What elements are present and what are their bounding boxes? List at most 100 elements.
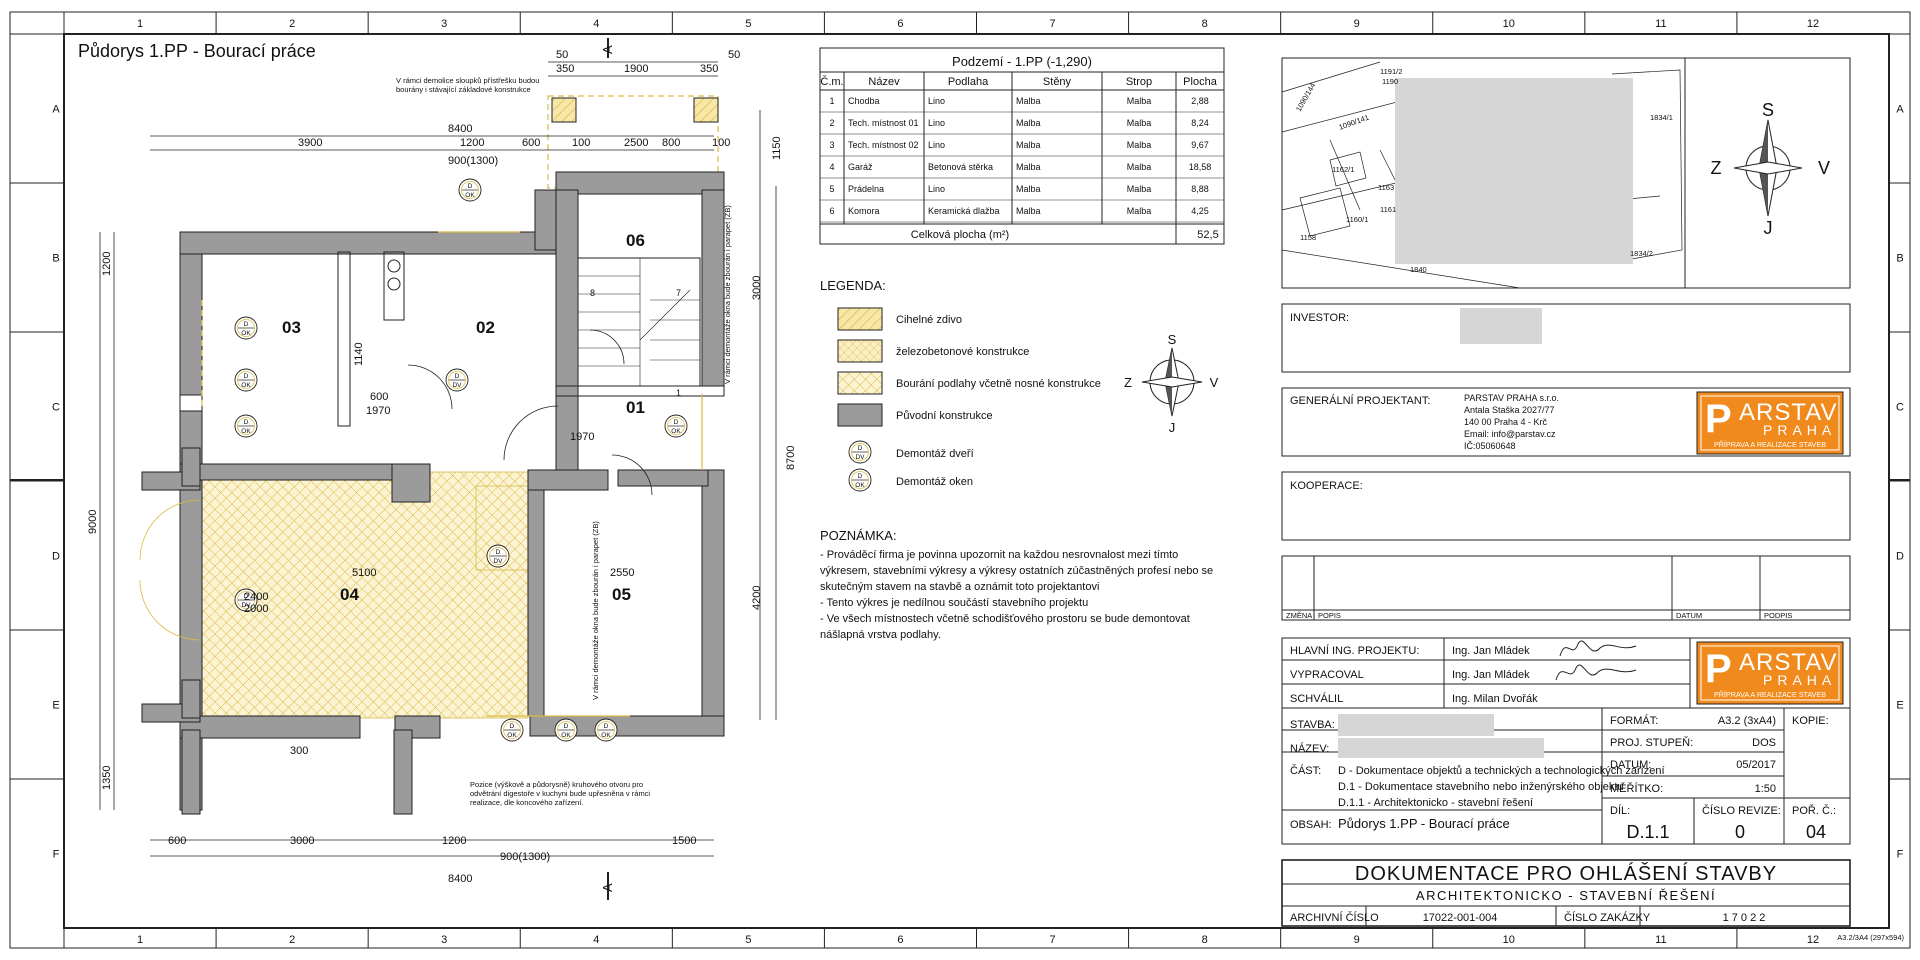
legend-swatch-floor <box>837 371 883 395</box>
grid-row-label: E <box>52 700 59 712</box>
location-map: 1191/2 1190 1090/144 1090/141 1162/1 116… <box>1281 57 1851 289</box>
room-table-cell: Garáž <box>848 162 873 172</box>
room-table-cell: Malba <box>1127 184 1152 194</box>
svg-text:D: D <box>604 723 609 730</box>
note-title: POZNÁMKA: <box>820 528 897 543</box>
grid-col-label: 12 <box>1807 18 1819 30</box>
room-table-cell: 1 <box>829 96 834 106</box>
wall-north-06 <box>555 171 725 195</box>
grid-col-label: 1 <box>137 18 143 30</box>
room-table-cell: 18,58 <box>1189 162 1212 172</box>
stavba-redacted <box>1338 714 1494 736</box>
archiv-label: ARCHIVNÍ ČÍSLO <box>1290 911 1379 924</box>
legend-title: LEGENDA: <box>820 278 886 293</box>
name-approved: Ing. Milan Dvořák <box>1452 693 1538 705</box>
logo-tagline: PŘÍPRAVA A REALIZACE STAVEB <box>1714 690 1826 699</box>
dim-b-1200: 1200 <box>442 835 466 847</box>
canopy-outline <box>547 95 719 189</box>
note-canopy: V rámci demolice sloupků přístřešku budo… <box>396 76 540 94</box>
room-table-cell: Lino <box>928 140 945 150</box>
nazev-redacted <box>1338 738 1544 758</box>
investor-redacted <box>1460 308 1542 344</box>
grid-col-label: 10 <box>1503 18 1515 30</box>
room-table-header: Stěny <box>1043 76 1072 88</box>
svg-text:D: D <box>455 373 460 380</box>
compass-large-w: Z <box>1711 158 1722 178</box>
cast-label: ČÁST: <box>1290 764 1321 777</box>
dim-b-3000: 3000 <box>290 835 314 847</box>
footer-block <box>1281 859 1851 927</box>
svg-text:OK: OK <box>241 428 251 435</box>
room-table-cell: Komora <box>848 206 880 216</box>
room-table-cell: 4 <box>829 162 834 172</box>
dim-canopy-350: 350 <box>556 63 574 75</box>
grid-col-label: 9 <box>1354 934 1360 946</box>
sheet-size: A3.2/3A4 (297x594) <box>1837 933 1904 942</box>
dim-top-2500: 2500 <box>624 137 648 149</box>
meritko-value: 1:50 <box>1755 783 1776 795</box>
compass-n: S <box>1168 332 1177 347</box>
svg-text:1840: 1840 <box>1410 265 1427 274</box>
room-table-cell: Prádelna <box>848 184 884 194</box>
window-demolition-icon: DOK <box>458 178 482 202</box>
room-table-cell: Malba <box>1016 96 1041 106</box>
role-head: HLAVNÍ ING. PROJEKTU: <box>1290 644 1419 657</box>
room-table-title: Podzemí - 1.PP (-1,290) <box>952 54 1092 69</box>
svg-text:D: D <box>674 419 679 426</box>
grid-col-label: 1 <box>137 934 143 946</box>
dim-canopy-50: 50 <box>556 49 568 61</box>
grid-col-label: 7 <box>1049 934 1055 946</box>
svg-text:D: D <box>858 445 863 452</box>
dim-top-800: 800 <box>662 137 680 149</box>
stavba-label: STAVBA: <box>1290 719 1335 731</box>
room-label-01: 01 <box>626 398 645 417</box>
wall-05-north <box>527 469 609 491</box>
svg-text:OK: OK <box>561 732 571 739</box>
compass-large: S J Z V <box>1711 100 1831 238</box>
window-demolition-icon: DOK <box>554 718 578 742</box>
svg-text:OK: OK <box>671 428 681 435</box>
note-line-1: - Prováděcí firma je povinna upozornit n… <box>820 549 1178 561</box>
stupen-label: PROJ. STUPEŇ: <box>1610 736 1693 749</box>
dim-l-1200: 1200 <box>101 252 113 276</box>
compass-e: V <box>1210 375 1219 390</box>
post-west-a <box>181 447 201 487</box>
svg-text:D: D <box>468 183 473 190</box>
dim-r-3000: 3000 <box>751 276 763 300</box>
grid-col-label: 11 <box>1655 934 1666 946</box>
cast-line-2: D.1 - Dokumentace stavebního nebo inžený… <box>1338 781 1624 793</box>
room-table-cell: Malba <box>1127 140 1152 150</box>
svg-text:1158: 1158 <box>1300 233 1316 242</box>
compass-large-e: V <box>1818 158 1830 178</box>
datum-label: DATUM: <box>1610 759 1651 771</box>
rev-h-podpis: PODPIS <box>1764 611 1792 620</box>
room-table-cell: 6 <box>829 206 834 216</box>
dim-r-1150: 1150 <box>771 136 783 160</box>
svg-text:D: D <box>496 549 501 556</box>
section-mark-label-2: A <box>600 883 615 892</box>
wall-south-04 <box>179 715 361 739</box>
grid-col-label: 11 <box>1655 18 1666 30</box>
wall-stub-n <box>534 189 558 251</box>
dim-b-1500: 1500 <box>672 835 696 847</box>
dim-b-600: 600 <box>168 835 186 847</box>
dim-top-opening: 900(1300) <box>448 155 498 167</box>
dim-1140: 1140 <box>353 342 365 366</box>
role-approved: SCHVÁLIL <box>1290 692 1343 705</box>
cooperation-label: KOOPERACE: <box>1290 480 1363 492</box>
name-drawn: Ing. Jan Mládek <box>1452 669 1530 681</box>
room-table-cell: Malba <box>1127 96 1152 106</box>
window-demolition-icon: DOK <box>594 718 618 742</box>
room-table-total-value: 52,5 <box>1197 229 1218 241</box>
compass-s: J <box>1169 420 1176 435</box>
dim-2400: 300 <box>290 745 308 757</box>
svg-text:DV: DV <box>241 602 251 609</box>
svg-text:D: D <box>244 593 249 600</box>
designer-line-1: PARSTAV PRAHA s.r.o. <box>1464 393 1559 403</box>
partition-01 <box>555 385 725 397</box>
legend-label-brick: Cihelné zdivo <box>896 314 962 326</box>
room-table-cell: 9,67 <box>1191 140 1209 150</box>
note-line-5: - Ve všech místnostech včetně schodišťov… <box>820 613 1190 625</box>
designer-line-2: Antala Staška 2027/77 <box>1464 405 1555 415</box>
